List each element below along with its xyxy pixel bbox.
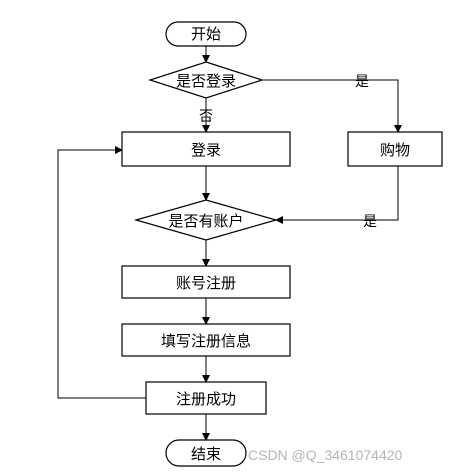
label-yes-mid: 是 [363, 214, 377, 230]
login-label: 登录 [191, 141, 221, 159]
label-no: 否 [199, 109, 213, 125]
end-node: 结束 [165, 439, 247, 467]
fill-info-label: 填写注册信息 [161, 332, 251, 350]
watermark: CSDN @Q_3461074420 [248, 447, 403, 463]
label-yes-top: 是 [355, 74, 369, 90]
edge-register-success-to-login [57, 146, 146, 399]
decision-login-node: 是否登录 [148, 61, 264, 99]
end-label: 结束 [191, 445, 221, 463]
start-node: 开始 [165, 21, 247, 47]
decision-account-node: 是否有账户 [133, 199, 279, 241]
decision-account-label: 是否有账户 [168, 212, 243, 230]
edge-shopping-to-decision-account [275, 166, 399, 224]
register-success-label: 注册成功 [176, 390, 236, 408]
register-success-node: 注册成功 [145, 381, 267, 415]
fill-info-node: 填写注册信息 [121, 323, 291, 357]
edge-decision-login-to-shopping [262, 79, 402, 133]
register-account-node: 账号注册 [121, 265, 291, 299]
shopping-label: 购物 [380, 141, 410, 159]
register-account-label: 账号注册 [176, 274, 236, 292]
start-label: 开始 [191, 25, 221, 43]
login-node: 登录 [121, 131, 291, 167]
shopping-node: 购物 [347, 131, 443, 167]
connectors [57, 46, 402, 441]
decision-login-label: 是否登录 [176, 72, 236, 90]
